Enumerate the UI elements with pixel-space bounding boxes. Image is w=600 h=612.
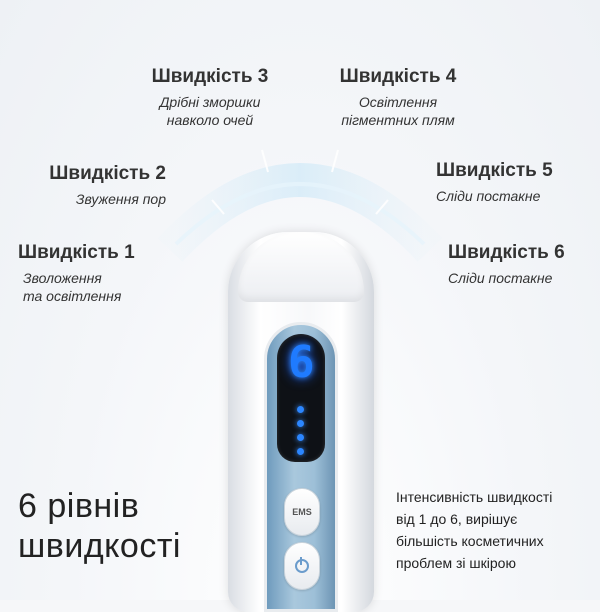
ems-button[interactable]: EMS bbox=[284, 488, 320, 536]
speed-5: Швидкість 5 Сліди постакне bbox=[436, 160, 586, 205]
speed-3-title: Швидкість 3 bbox=[151, 66, 269, 87]
speed-2-title: Швидкість 2 bbox=[49, 163, 166, 184]
power-icon bbox=[295, 557, 309, 573]
speed-6-desc: Сліди постакне bbox=[448, 270, 553, 286]
speed-4-title: Швидкість 4 bbox=[339, 66, 457, 87]
speed-3: Швидкість 3 Дрібні зморшки навколо очей bbox=[148, 66, 272, 129]
speed-1-title: Швидкість 1 bbox=[18, 242, 135, 263]
speed-2: Швидкість 2 Звуження пор bbox=[30, 163, 166, 208]
ems-label: EMS bbox=[292, 507, 312, 517]
level-digit: 6 bbox=[288, 337, 315, 388]
level-dot bbox=[297, 448, 304, 455]
speed-4: Швидкість 4 Освітлення пігментних плям bbox=[328, 66, 468, 129]
speed-2-desc: Звуження пор bbox=[75, 191, 166, 207]
speed-6: Швидкість 6 Сліди постакне bbox=[448, 242, 588, 287]
speed-1: Швидкість 1 Зволоження та освітлення bbox=[18, 242, 168, 305]
level-dot bbox=[297, 420, 304, 427]
description: Інтенсивність швидкості від 1 до 6, вирі… bbox=[396, 489, 553, 571]
speed-3-desc: Дрібні зморшки навколо очей bbox=[159, 94, 261, 128]
speed-6-title: Швидкість 6 bbox=[448, 242, 565, 263]
speed-4-desc: Освітлення пігментних плям bbox=[341, 94, 455, 128]
power-button[interactable] bbox=[284, 542, 320, 590]
level-dot bbox=[297, 434, 304, 441]
speed-1-desc: Зволоження та освітлення bbox=[23, 270, 122, 304]
level-dot bbox=[297, 406, 304, 413]
beauty-device: 6 EMS bbox=[228, 232, 374, 612]
speed-5-title: Швидкість 5 bbox=[436, 160, 553, 181]
headline: 6 рівнів швидкості bbox=[18, 487, 181, 565]
speed-5-desc: Сліди постакне bbox=[436, 188, 541, 204]
